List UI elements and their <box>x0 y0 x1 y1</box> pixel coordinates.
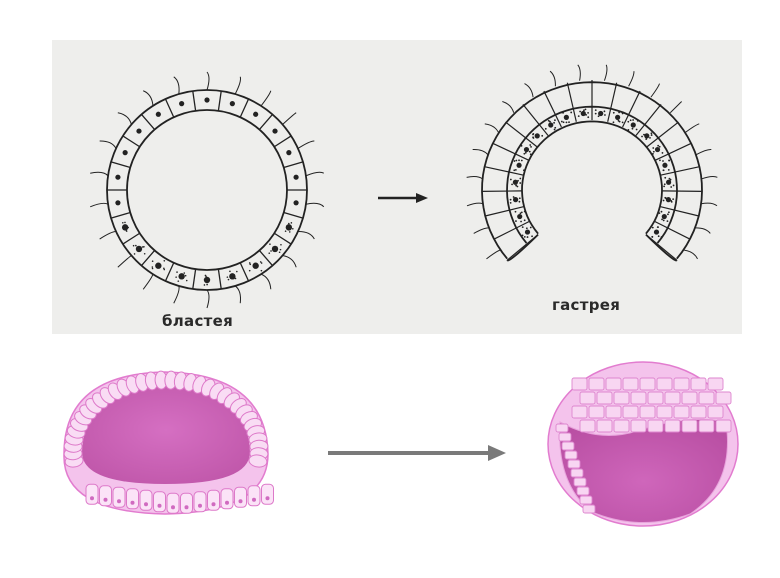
blastula-colored <box>64 371 274 514</box>
stage-arrow-top <box>378 193 428 203</box>
colored-illustration-panel <box>0 334 780 578</box>
blastea-drawing <box>90 72 324 308</box>
line-drawing-svg <box>52 40 742 334</box>
colored-illustration-svg <box>0 334 780 578</box>
gastrula-colored <box>548 362 738 526</box>
caption-gastrea: гастрея <box>552 296 620 314</box>
caption-blastea: бластея <box>162 312 233 330</box>
line-drawing-panel: бластея гастрея <box>52 40 742 334</box>
stage-arrow-bottom <box>328 445 506 461</box>
gastrea-drawing <box>467 65 718 261</box>
